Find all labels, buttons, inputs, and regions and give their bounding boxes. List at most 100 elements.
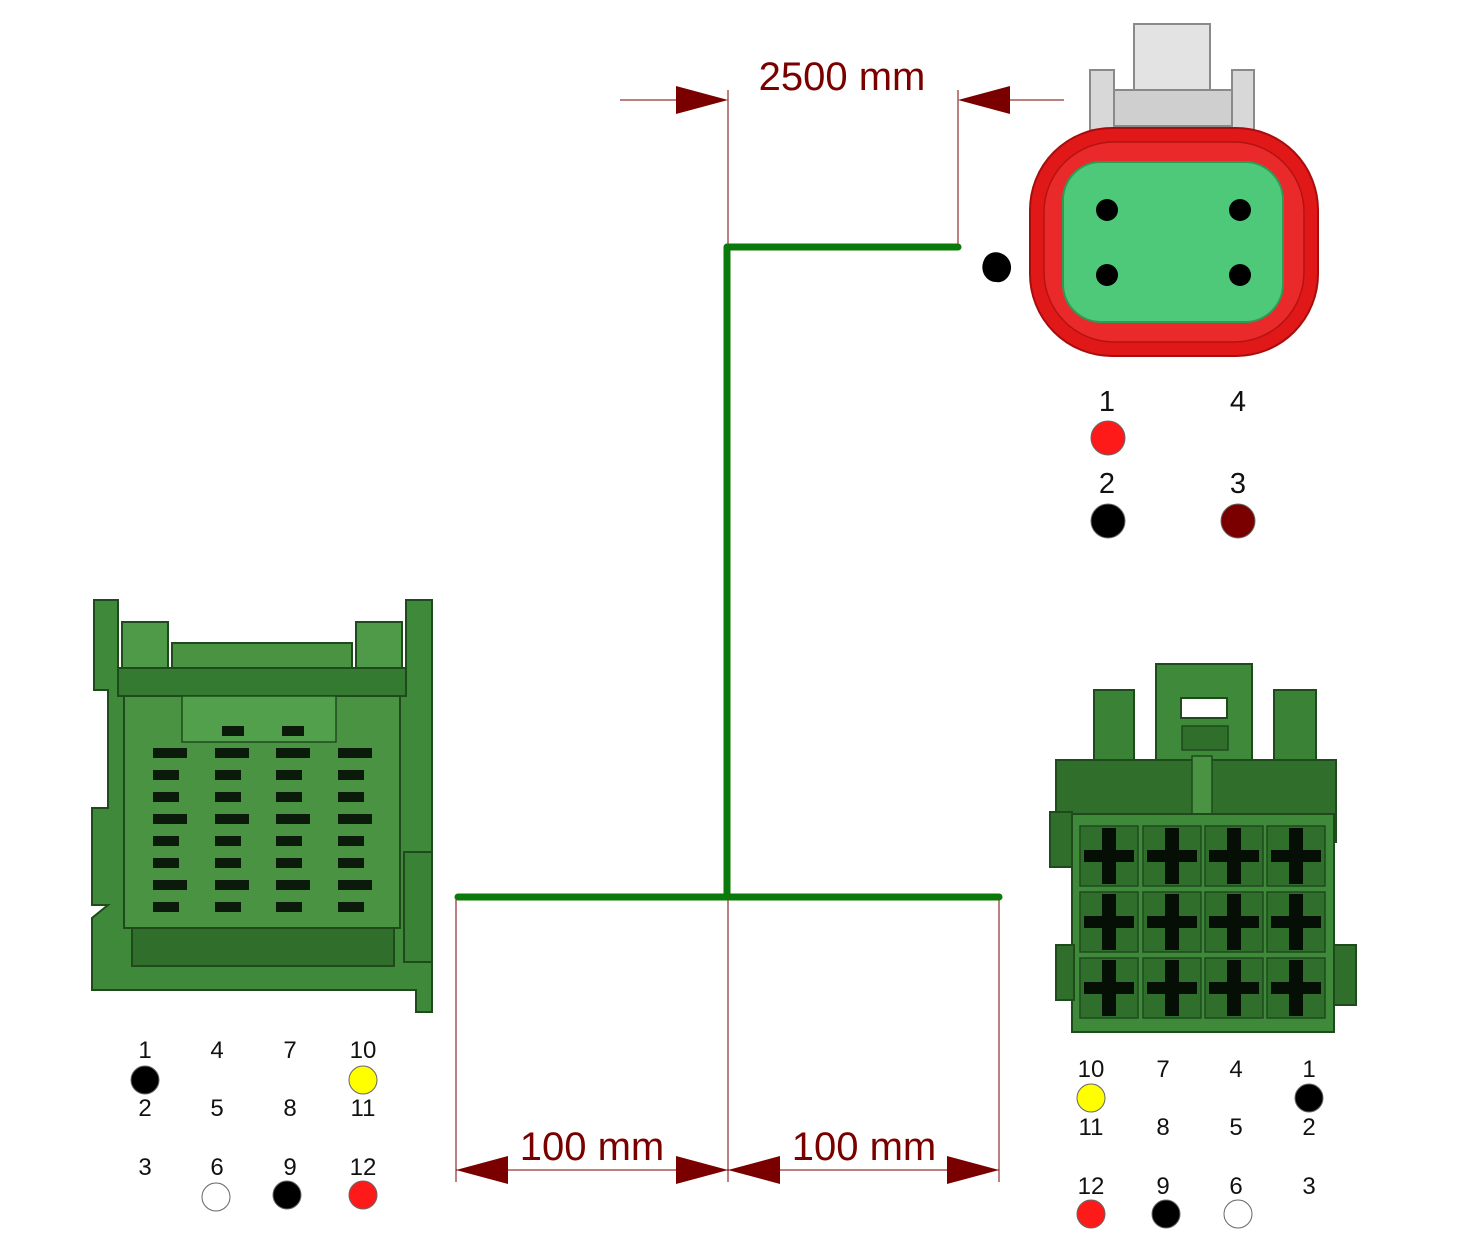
- cavity-slot: [276, 902, 302, 912]
- pin-number: 2: [1099, 468, 1115, 500]
- dimension-label-bottom-left: 100 mm: [520, 1125, 665, 1169]
- pin-number: 4: [1229, 1056, 1242, 1083]
- cavity-slot: [276, 880, 310, 890]
- pin-color-dot: [348, 1180, 378, 1210]
- cavity-slot: [215, 902, 241, 912]
- right-connector-side-left: [1049, 811, 1073, 868]
- arrowhead-bottom-4: [947, 1156, 999, 1184]
- pin-color-dot: [1220, 503, 1256, 539]
- cavity-cross: [1266, 957, 1326, 1019]
- pin-number: 1: [1099, 386, 1115, 418]
- cavity-slot: [338, 748, 372, 758]
- left-connector-rail: [171, 642, 353, 669]
- pin-color-dot: [348, 1065, 378, 1095]
- right-connector-ridge: [1191, 755, 1213, 817]
- cavity-slot: [153, 792, 179, 802]
- pin-color-dot: [272, 1180, 302, 1210]
- pin-number: 1: [1302, 1056, 1315, 1083]
- pin-number: 12: [1078, 1173, 1105, 1200]
- pin-number: 8: [283, 1095, 296, 1122]
- dt-latch: [1089, 23, 1255, 131]
- cavity-slot: [215, 748, 249, 758]
- cavity-cross: [1266, 825, 1326, 887]
- cavity-slot: [215, 836, 241, 846]
- cavity-slot: [282, 726, 304, 736]
- right-connector-latch-window: [1180, 697, 1228, 719]
- pin-number: 7: [283, 1037, 296, 1064]
- pin-number: 9: [1156, 1173, 1169, 1200]
- cavity-cross: [1079, 825, 1139, 887]
- cavity-cross: [1204, 825, 1264, 887]
- pin-number: 4: [1230, 386, 1246, 418]
- arrowhead-bottom-1: [456, 1156, 508, 1184]
- cavity-slot: [215, 880, 249, 890]
- pin-number: 11: [1079, 1114, 1104, 1141]
- dimension-top: 2500 mm: [620, 55, 1064, 245]
- left-connector-cavities: [153, 726, 372, 912]
- arrowhead-top-right: [958, 86, 1010, 114]
- cavity-slot: [222, 726, 244, 736]
- cavity-slot: [338, 770, 364, 780]
- cavity-slot: [276, 814, 310, 824]
- cavity-slot: [276, 748, 310, 758]
- left-connector-side-tab: [403, 851, 433, 963]
- cavity-slot: [153, 748, 187, 758]
- dt-pinout: 1 4 2 3: [1090, 386, 1256, 539]
- cavity-cross: [1266, 891, 1326, 953]
- cavity-slot: [153, 814, 187, 824]
- dimension-label-top: 2500 mm: [759, 55, 926, 99]
- cavity-slot: [215, 814, 249, 824]
- right-connector-ear-right: [1273, 689, 1317, 761]
- right-connector-latch-tab: [1181, 725, 1229, 751]
- cavity-slot: [276, 836, 302, 846]
- pin-number: 3: [138, 1154, 151, 1181]
- cavity-slot: [276, 770, 302, 780]
- right-pinout: 10 7 4 1 11 8 5 2 12 9 6 3: [1076, 1056, 1324, 1229]
- dt-cavity-2: [1096, 264, 1118, 286]
- right-connector-side-left-2: [1055, 944, 1075, 1001]
- pin-color-dot: [1090, 420, 1126, 456]
- pin-color-dot: [201, 1182, 231, 1212]
- cavity-slot: [338, 792, 364, 802]
- pin-number: 7: [1156, 1056, 1169, 1083]
- cavity-cross: [1142, 825, 1202, 887]
- cavity-slot: [153, 902, 179, 912]
- left-connector-face-inner: [181, 695, 337, 743]
- wire-end-blob: [982, 252, 1012, 283]
- cavity-slot: [153, 770, 179, 780]
- right-connector-side-right: [1333, 944, 1357, 1006]
- right-connector: [1049, 663, 1357, 1033]
- cavity-slot: [153, 836, 179, 846]
- cavity-slot: [215, 792, 241, 802]
- dt-face: [1062, 161, 1284, 323]
- left-connector: [91, 599, 433, 1013]
- cavity-slot: [153, 858, 179, 868]
- cavity-cross: [1142, 957, 1202, 1019]
- pin-color-dot: [1294, 1083, 1324, 1113]
- dt-connector: [1029, 23, 1319, 357]
- pin-number: 5: [1229, 1114, 1242, 1141]
- pin-number: 2: [1302, 1114, 1315, 1141]
- arrowhead-bottom-2: [676, 1156, 728, 1184]
- wire-harness: [454, 243, 1003, 901]
- cavity-slot: [215, 770, 241, 780]
- arrowhead-top-left: [676, 86, 728, 114]
- left-pinout: 1 4 7 10 2 5 8 11 3 6 9 12: [130, 1037, 378, 1212]
- pin-number: 10: [350, 1037, 377, 1064]
- cavity-slot: [338, 880, 372, 890]
- pin-color-dot: [1223, 1199, 1253, 1229]
- pin-number: 3: [1302, 1173, 1315, 1200]
- cavity-slot: [338, 858, 364, 868]
- pin-number: 12: [350, 1154, 377, 1181]
- dt-cavity-3: [1229, 264, 1251, 286]
- left-connector-cap-1: [121, 621, 169, 671]
- right-connector-cavities: [1079, 825, 1326, 1019]
- dimension-label-bottom-right: 100 mm: [792, 1125, 937, 1169]
- cavity-slot: [153, 880, 187, 890]
- cavity-slot: [276, 792, 302, 802]
- dt-cavity-4: [1229, 199, 1251, 221]
- wire-trunk: [723, 243, 962, 901]
- pin-color-dot: [1151, 1199, 1181, 1229]
- pin-number: 9: [283, 1154, 296, 1181]
